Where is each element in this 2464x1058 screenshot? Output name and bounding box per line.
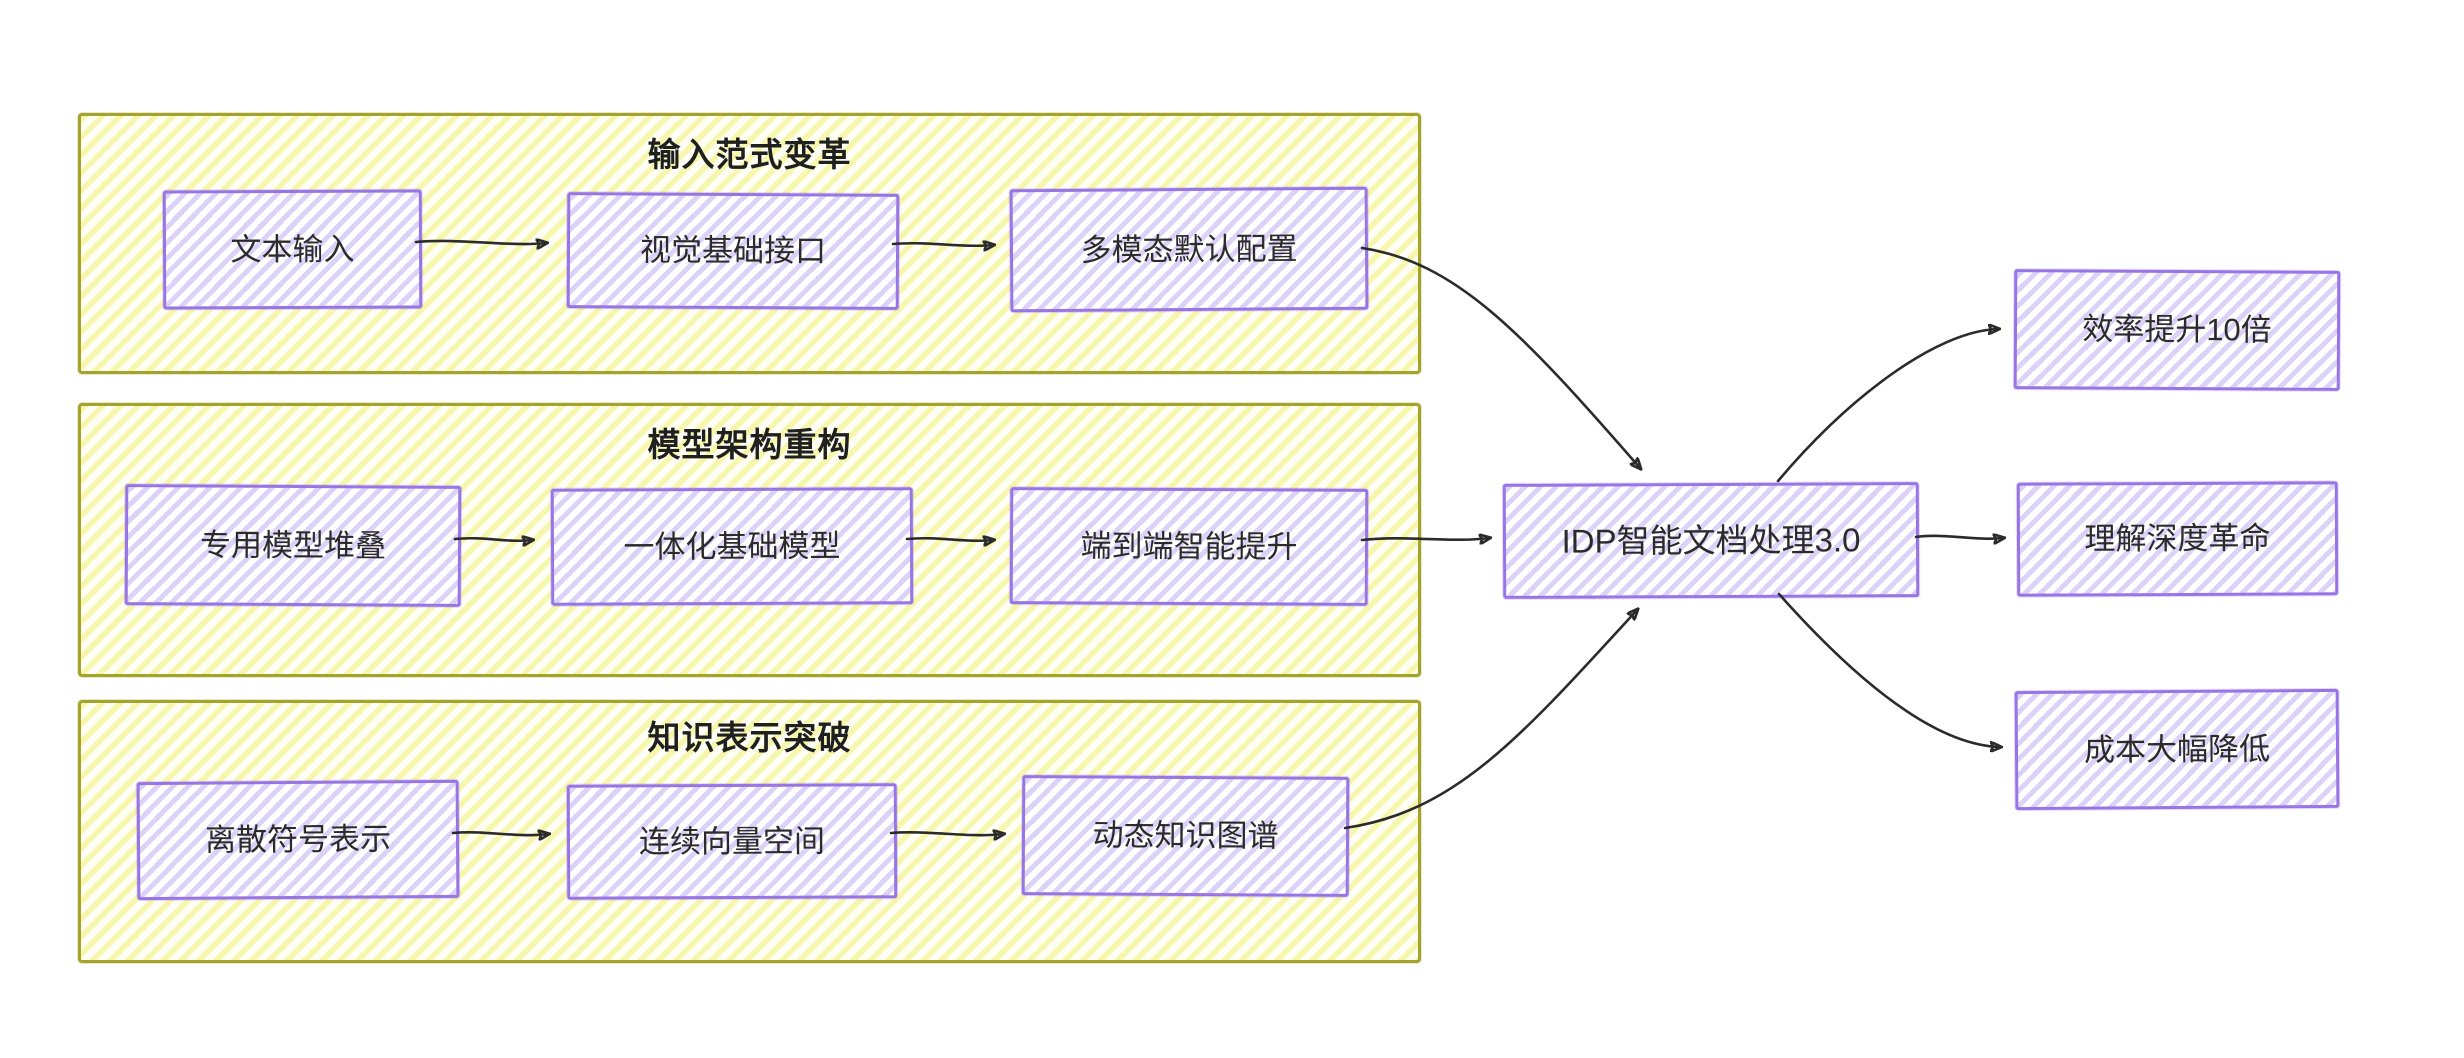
group-knowledge-representation: 知识表示突破 离散符号表示 连续向量空间 动态知识图谱 [78,700,1421,963]
group-title-input-paradigm: 输入范式变革 [647,136,852,173]
group-title-model-architecture: 模型架构重构 [647,426,852,463]
node-visual-foundation-interface: 视觉基础接口 [566,192,900,310]
node-specialized-model-stack: 专用模型堆叠 [124,484,462,607]
arrow-center-to-cost [1777,592,2000,747]
node-continuous-vector-space: 连续向量空间 [566,783,898,900]
node-multimodal-default-config: 多模态默认配置 [1009,186,1369,313]
node-outcome-efficiency: 效率提升10倍 [2013,269,2341,391]
arrow-center-to-depth [1914,536,2003,539]
node-outcome-cost-reduction: 成本大幅降低 [2014,688,2340,811]
arrow-center-to-efficiency [1776,329,1998,483]
group-input-paradigm: 输入范式变革 文本输入 视觉基础接口 多模态默认配置 [78,113,1421,374]
group-title-knowledge-representation: 知识表示突破 [647,719,852,756]
node-unified-foundation-model: 一体化基础模型 [550,487,914,606]
node-text-input: 文本输入 [162,189,423,310]
node-idp-center: IDP智能文档处理3.0 [1502,482,1920,599]
group-model-architecture: 模型架构重构 专用模型堆叠 一体化基础模型 端到端智能提升 [78,403,1421,677]
node-dynamic-knowledge-graph: 动态知识图谱 [1021,775,1350,897]
node-end-to-end-intelligence: 端到端智能提升 [1009,487,1369,606]
node-discrete-symbol-representation: 离散符号表示 [136,779,460,901]
node-outcome-understanding-depth: 理解深度革命 [2016,481,2339,597]
